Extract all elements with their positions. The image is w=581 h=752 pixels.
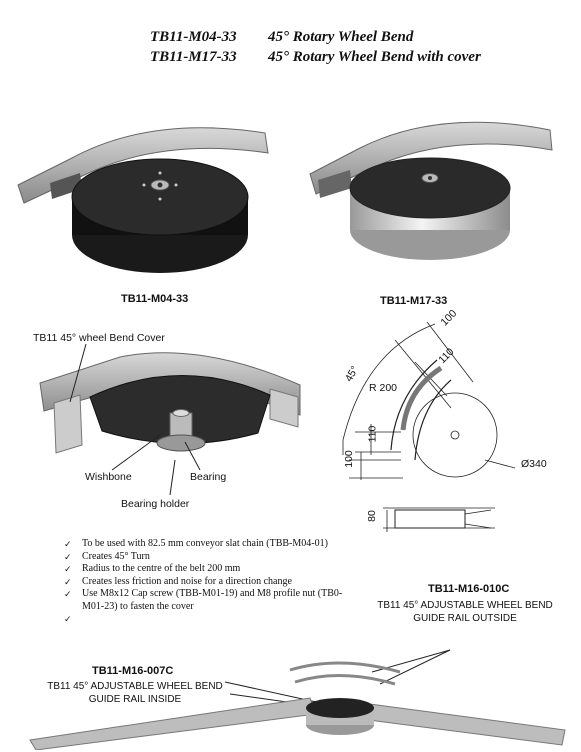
wheel-bend-with-cover-image [309, 121, 553, 260]
list-item: ✓Radius to the centre of the belt 200 mm [64, 563, 241, 574]
bearing-holder-label: Bearing holder [121, 498, 190, 510]
title-description: 45° Rotary Wheel Bend [268, 29, 414, 45]
caption-left-product: TB11-M04-33 [121, 293, 189, 305]
wishbone-label: Wishbone [85, 471, 132, 483]
exploded-view-image [39, 352, 301, 454]
checkmark-icon: ✓ [64, 576, 72, 587]
feature-list: ✓To be used with 82.5 mm conveyor slat c… [64, 538, 364, 624]
guide-outside-line1: TB11 45° ADJUSTABLE WHEEL BEND [377, 600, 553, 611]
guide-inside-code: TB11-M16-007C [92, 665, 174, 677]
checkmark-icon: ✓ [64, 614, 72, 624]
bearing-label: Bearing [190, 471, 227, 483]
dim-diameter: Ø340 [521, 458, 547, 470]
list-item: ✓Creates less friction and noise for a d… [64, 575, 292, 587]
technical-drawing [342, 321, 516, 532]
list-item: ✓Creates 45° Turn [64, 550, 150, 562]
list-item: ✓To be used with 82.5 mm conveyor slat c… [64, 538, 328, 549]
guide-outside-line2: GUIDE RAIL OUTSIDE [413, 613, 517, 624]
guide-rail-assembly-image [29, 649, 566, 750]
checkmark-icon: ✓ [64, 539, 72, 549]
title-code: TB11-M17-33 [150, 49, 237, 65]
cover-label: TB11 45° wheel Bend Cover [33, 332, 165, 344]
checkmark-icon: ✓ [64, 564, 72, 574]
dim-110-left: 110 [366, 425, 379, 443]
checkmark-icon: ✓ [64, 551, 72, 562]
caption-right-product: TB11-M17-33 [380, 295, 448, 307]
title-code: TB11-M04-33 [150, 29, 237, 45]
exploded-leader-lines [69, 343, 201, 496]
guide-outside-code: TB11-M16-010C [428, 583, 510, 595]
title-row-1: TB11-M04-33 45° Rotary Wheel Bend [150, 29, 550, 47]
title-description: 45° Rotary Wheel Bend with cover [268, 49, 481, 65]
guide-inside-line1: TB11 45° ADJUSTABLE WHEEL BEND [47, 681, 223, 692]
guide-inside-line2: GUIDE RAIL INSIDE [88, 694, 182, 705]
dim-100-left: 100 [342, 450, 355, 468]
dim-radius: R 200 [369, 382, 398, 394]
list-item: ✓Use M8x12 Cap screw (TBB-M01-19) and M8… [64, 588, 343, 612]
wheel-bend-image [17, 127, 269, 273]
title-row-2: TB11-M17-33 45° Rotary Wheel Bend with c… [150, 49, 570, 67]
checkmark-icon: ✓ [64, 589, 72, 599]
dim-height: 80 [365, 510, 378, 522]
